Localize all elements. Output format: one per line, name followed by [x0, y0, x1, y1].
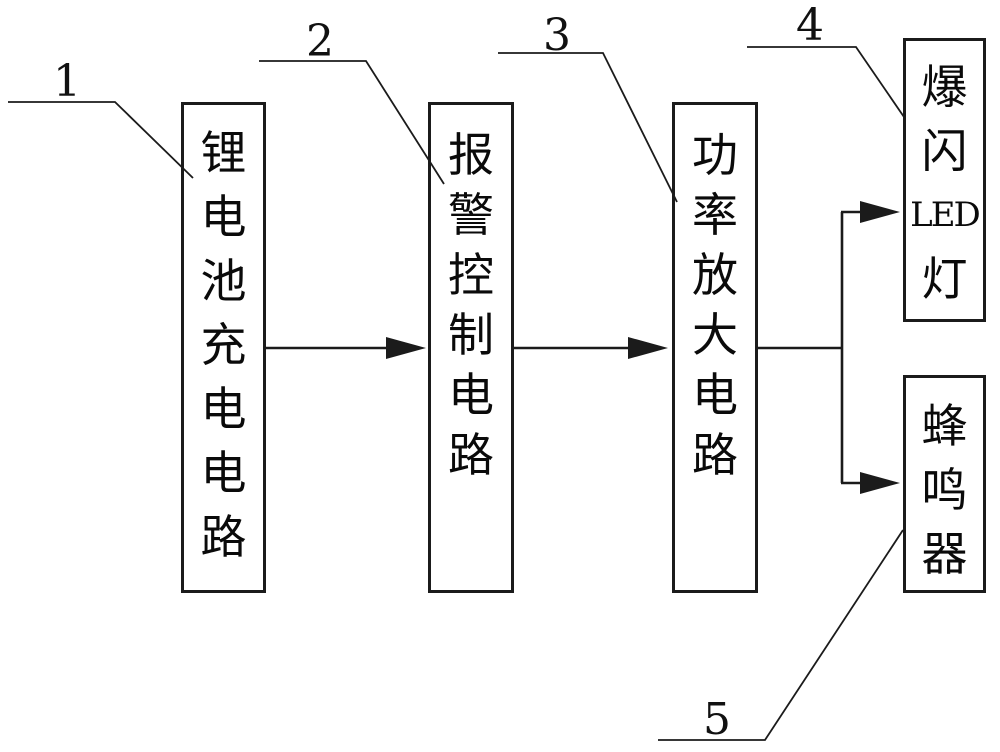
box-char: 路: [448, 428, 494, 482]
callout-number-3: 3: [543, 10, 571, 61]
box-char: 放: [692, 248, 738, 302]
strobe-led-light-box: 爆 闪 LED 灯: [903, 38, 986, 322]
lithium-battery-charging-circuit-box: 锂 电 池 充 电 电 路: [181, 102, 266, 593]
callout-number-5: 5: [703, 694, 731, 745]
box-char: 池: [200, 254, 247, 308]
box-char: 控: [448, 248, 494, 302]
arrowhead-charging-to-alarm: [386, 337, 426, 359]
box-char: 路: [200, 510, 247, 564]
box-char: 灯: [921, 252, 968, 306]
callout-leader-2: [259, 60, 445, 185]
callout-leader-4: [747, 46, 905, 118]
arrowhead-branch-to-led: [860, 201, 900, 223]
box-char: 充: [200, 318, 247, 372]
box-char: 警: [448, 188, 494, 242]
box-char: 电: [448, 368, 494, 422]
callout-number-4: 4: [796, 0, 824, 51]
box-char: LED: [910, 195, 981, 235]
box-char: 电: [200, 382, 247, 436]
box-char: 爆: [921, 60, 968, 114]
box-char: 电: [200, 190, 247, 244]
callout-number-2: 2: [306, 16, 334, 67]
power-amplifier-circuit-box: 功 率 放 大 电 路: [672, 102, 758, 593]
arrowhead-alarm-to-amplifier: [628, 337, 668, 359]
box-char: 电: [692, 368, 738, 422]
box-char: 蜂: [921, 399, 968, 453]
arrowhead-branch-to-buzzer: [860, 472, 900, 494]
box-char: 报: [448, 128, 494, 182]
callout-leader-3: [498, 52, 678, 203]
callout-number-1: 1: [53, 56, 81, 107]
box-char: 鸣: [921, 463, 968, 517]
box-char: 大: [692, 308, 738, 362]
alarm-control-circuit-box: 报 警 控 制 电 路: [428, 102, 514, 593]
box-char: 制: [448, 308, 494, 362]
box-char: 路: [692, 428, 738, 482]
box-char: 器: [921, 527, 968, 581]
box-char: 功: [692, 128, 738, 182]
callout-leader-1: [8, 101, 194, 179]
box-char: 闪: [921, 124, 968, 178]
box-char: 锂: [200, 126, 247, 180]
box-char: 电: [200, 446, 247, 500]
box-char: 率: [692, 188, 738, 242]
buzzer-box: 蜂 鸣 器: [903, 375, 986, 593]
